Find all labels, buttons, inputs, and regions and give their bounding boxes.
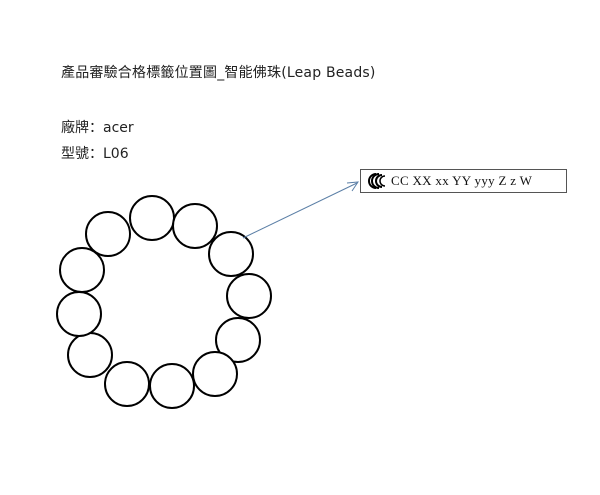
brand-label: 廠牌：	[61, 120, 103, 136]
bead-bracelet	[56, 195, 272, 409]
label-code-text: CC XX xx YY yyy Z z W	[391, 173, 533, 188]
bead	[56, 291, 102, 337]
ncc-wave-logo-icon	[368, 173, 386, 189]
model-label: 型號：	[61, 146, 103, 162]
bead	[129, 195, 175, 241]
bead	[172, 203, 218, 249]
pointer-arrow	[242, 181, 359, 239]
brand-line: 廠牌：acer	[61, 117, 134, 137]
model-line: 型號：L06	[61, 143, 129, 163]
bead	[67, 332, 113, 378]
bead	[59, 247, 105, 293]
bead	[192, 351, 238, 397]
bead	[149, 363, 195, 409]
bead-with-label	[208, 231, 254, 277]
model-value: L06	[103, 146, 129, 162]
bead	[215, 317, 261, 363]
bead	[85, 211, 131, 257]
certification-label-box: CC XX xx YY yyy Z z W	[360, 169, 567, 193]
bead	[104, 361, 150, 407]
bead	[226, 273, 272, 319]
brand-value: acer	[103, 120, 134, 136]
page-title: 產品審驗合格標籤位置圖_智能佛珠(Leap Beads)	[61, 65, 376, 81]
